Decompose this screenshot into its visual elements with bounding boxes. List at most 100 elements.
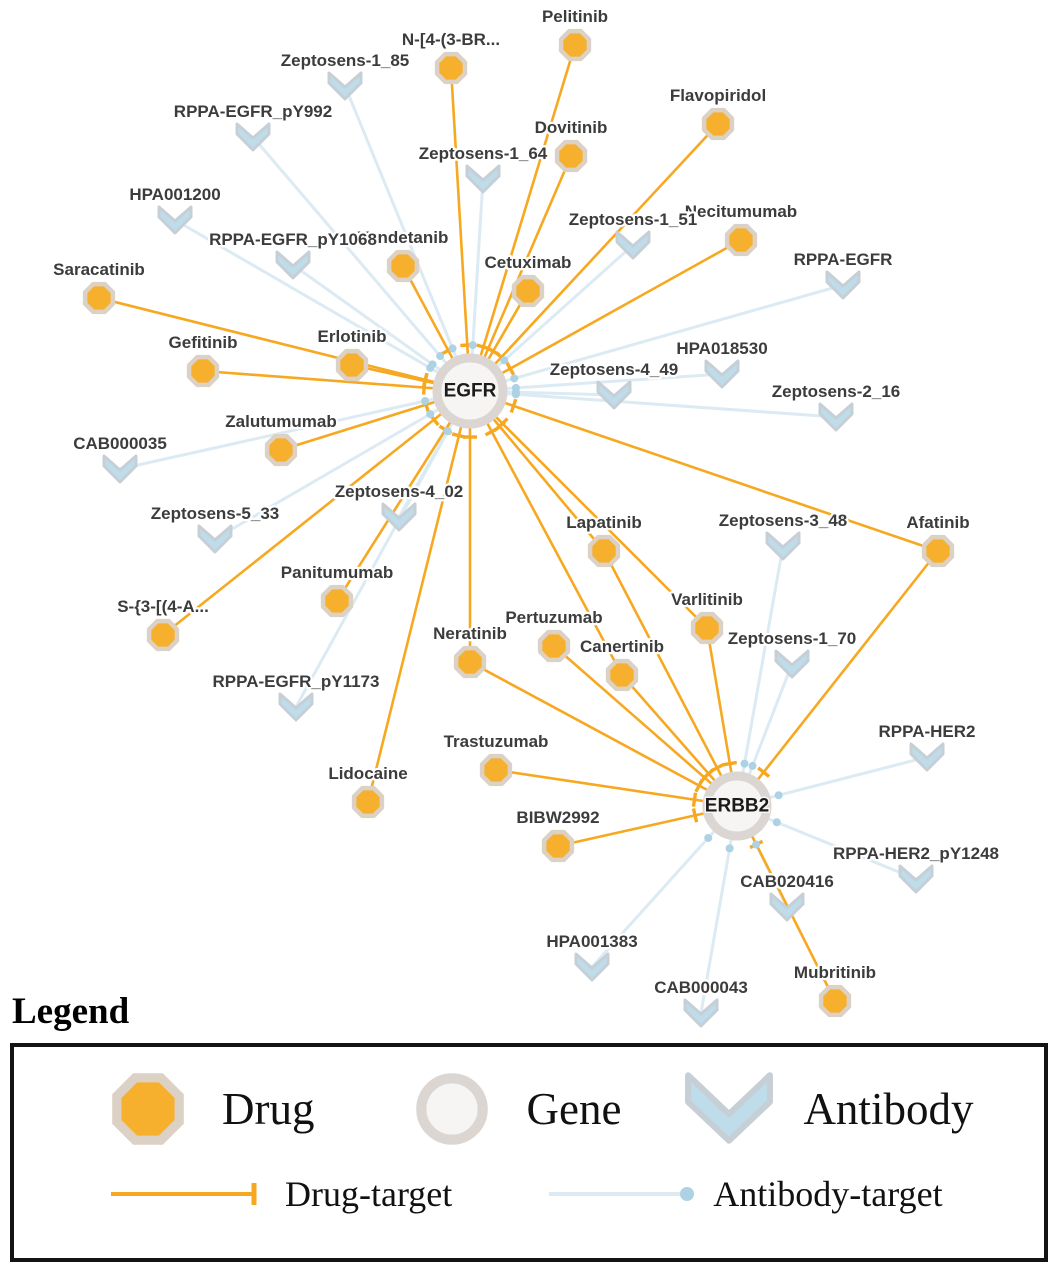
- label-Neratinib: Neratinib: [433, 624, 507, 643]
- node-RPPA-EGFR_pY1068[interactable]: [275, 250, 311, 280]
- edge-Mubritinib-ERBB2: [735, 805, 837, 1002]
- label-HPA018530: HPA018530: [676, 339, 767, 358]
- edge-Zeptosens-2_16-EGFR: [469, 389, 837, 419]
- node-RPPA-HER2_pY1248[interactable]: [898, 864, 934, 894]
- edge-S-{3-[(4-A...-EGFR: [162, 389, 471, 637]
- edge-tee-Varlitinib: [722, 760, 738, 767]
- node-CAB000043[interactable]: [683, 998, 719, 1028]
- label-Lidocaine: Lidocaine: [328, 764, 407, 783]
- legend-edge-types-row: Drug-target Antibody-target: [106, 1173, 1044, 1215]
- edge-markers-layer: [421, 341, 783, 853]
- label-Dovitinib: Dovitinib: [535, 118, 608, 137]
- node-S-{3-[(4-A...[interactable]: [146, 618, 180, 652]
- node-Zeptosens-1_51[interactable]: [615, 230, 651, 260]
- node-CAB000035[interactable]: [102, 454, 138, 484]
- label-Zalutumumab: Zalutumumab: [225, 412, 336, 431]
- node-Canertinib[interactable]: [605, 658, 639, 692]
- legend-antibody-target-label: Antibody-target: [713, 1174, 943, 1214]
- node-Pertuzumab[interactable]: [537, 629, 571, 663]
- edge-tee-Canertinib: [484, 426, 499, 437]
- label-S-{3-[(4-A...: S-{3-[(4-A...: [117, 597, 209, 616]
- node-Dovitinib[interactable]: [554, 139, 588, 173]
- node-ERBB2[interactable]: [702, 771, 772, 841]
- label-Pelitinib: Pelitinib: [542, 7, 608, 26]
- edge-tee-Cetuximab: [486, 346, 500, 357]
- edge-tee-Lidocaine: [451, 432, 467, 439]
- node-Afatinib[interactable]: [921, 534, 955, 568]
- label-RPPA-HER2: RPPA-HER2: [879, 722, 976, 741]
- node-RPPA-EGFR_pY992[interactable]: [235, 122, 271, 152]
- node-HPA001200[interactable]: [157, 205, 193, 235]
- drug-octagon-icon: [112, 1073, 184, 1145]
- edge-Saracatinib-EGFR: [98, 296, 471, 393]
- node-Erlotinib[interactable]: [335, 348, 369, 382]
- node-Trastuzumab[interactable]: [479, 753, 513, 787]
- label-BIBW2992: BIBW2992: [516, 808, 599, 827]
- node-Panitumumab[interactable]: [320, 584, 354, 618]
- edge-dot-HPA001383: [704, 833, 713, 842]
- edge-Pertuzumab-ERBB2: [553, 645, 738, 807]
- edge-Pelitinib-EGFR: [468, 44, 577, 392]
- node-Zeptosens-5_33[interactable]: [197, 524, 233, 554]
- edge-RPPA-EGFR_pY992-EGFR: [251, 136, 472, 392]
- label-CAB000043: CAB000043: [654, 978, 748, 997]
- edge-Trastuzumab-ERBB2: [495, 768, 738, 808]
- node-HPA018530[interactable]: [704, 359, 740, 389]
- node-CAB020416[interactable]: [769, 892, 805, 922]
- node-Cetuximab[interactable]: [511, 274, 545, 308]
- label-CAB020416: CAB020416: [740, 872, 834, 891]
- edge-Dovitinib-EGFR: [468, 155, 573, 392]
- label-Trastuzumab: Trastuzumab: [444, 732, 549, 751]
- node-RPPA-EGFR_pY1173[interactable]: [278, 692, 314, 722]
- node-Pelitinib[interactable]: [558, 28, 592, 62]
- edge-dot-Zeptosens-2_16: [511, 390, 520, 399]
- node-EGFR[interactable]: [432, 353, 508, 429]
- nodes-layer: [82, 28, 955, 1028]
- label-RPPA-EGFR_pY1068: RPPA-EGFR_pY1068: [209, 230, 377, 249]
- edge-Lapatinib-ERBB2: [602, 550, 739, 807]
- legend-box: Drug Gene Antibody Drug-target: [10, 1043, 1048, 1262]
- legend-item-gene: Gene: [406, 1063, 621, 1155]
- node-N-[4-(3-BR...[interactable]: [434, 51, 468, 85]
- gene-circle-icon: [416, 1073, 489, 1145]
- node-Vandetanib[interactable]: [386, 249, 420, 283]
- node-Necitumumab[interactable]: [724, 223, 758, 257]
- legend-title: Legend: [12, 991, 130, 1032]
- edge-dot-CAB000043: [725, 844, 734, 853]
- node-Zeptosens-4_02[interactable]: [381, 502, 417, 532]
- node-Zeptosens-1_70[interactable]: [774, 649, 810, 679]
- label-Flavopiridol: Flavopiridol: [670, 86, 766, 105]
- label-RPPA-EGFR_pY1173: RPPA-EGFR_pY1173: [213, 672, 380, 691]
- node-Zeptosens-4_49[interactable]: [596, 380, 632, 410]
- node-Mubritinib[interactable]: [818, 984, 852, 1018]
- label-RPPA-EGFR: RPPA-EGFR: [794, 250, 893, 269]
- node-Neratinib[interactable]: [453, 645, 487, 679]
- node-Gefitinib[interactable]: [186, 354, 220, 388]
- legend-gene-label: Gene: [526, 1084, 622, 1134]
- edge-dot-RPPA-EGFR_pY992: [436, 352, 445, 361]
- node-Zeptosens-1_64[interactable]: [465, 164, 501, 194]
- node-Varlitinib[interactable]: [690, 611, 724, 645]
- edge-Panitumumab-EGFR: [335, 390, 472, 602]
- label-EGFR: EGFR: [444, 381, 497, 402]
- node-Lidocaine[interactable]: [351, 785, 385, 819]
- node-RPPA-EGFR[interactable]: [825, 270, 861, 300]
- node-Zalutumumab[interactable]: [264, 433, 298, 467]
- node-BIBW2992[interactable]: [541, 829, 575, 863]
- edge-HPA001383-ERBB2: [590, 804, 739, 969]
- edge-tee-Necitumumab: [505, 361, 516, 376]
- node-Lapatinib[interactable]: [587, 534, 621, 568]
- node-RPPA-HER2[interactable]: [909, 742, 945, 772]
- legend-drug-label: Drug: [222, 1084, 315, 1134]
- edge-Afatinib-ERBB2: [735, 550, 940, 807]
- label-Zeptosens-5_33: Zeptosens-5_33: [151, 504, 280, 523]
- legend-antibody-label: Antibody: [803, 1084, 974, 1134]
- node-Saracatinib[interactable]: [82, 281, 116, 315]
- node-Zeptosens-1_85[interactable]: [327, 71, 363, 101]
- legend-item-drug-target: Drug-target: [106, 1173, 452, 1215]
- node-Flavopiridol[interactable]: [701, 107, 735, 141]
- node-Zeptosens-3_48[interactable]: [765, 531, 801, 561]
- node-HPA001383[interactable]: [574, 952, 610, 982]
- node-Zeptosens-2_16[interactable]: [818, 402, 854, 432]
